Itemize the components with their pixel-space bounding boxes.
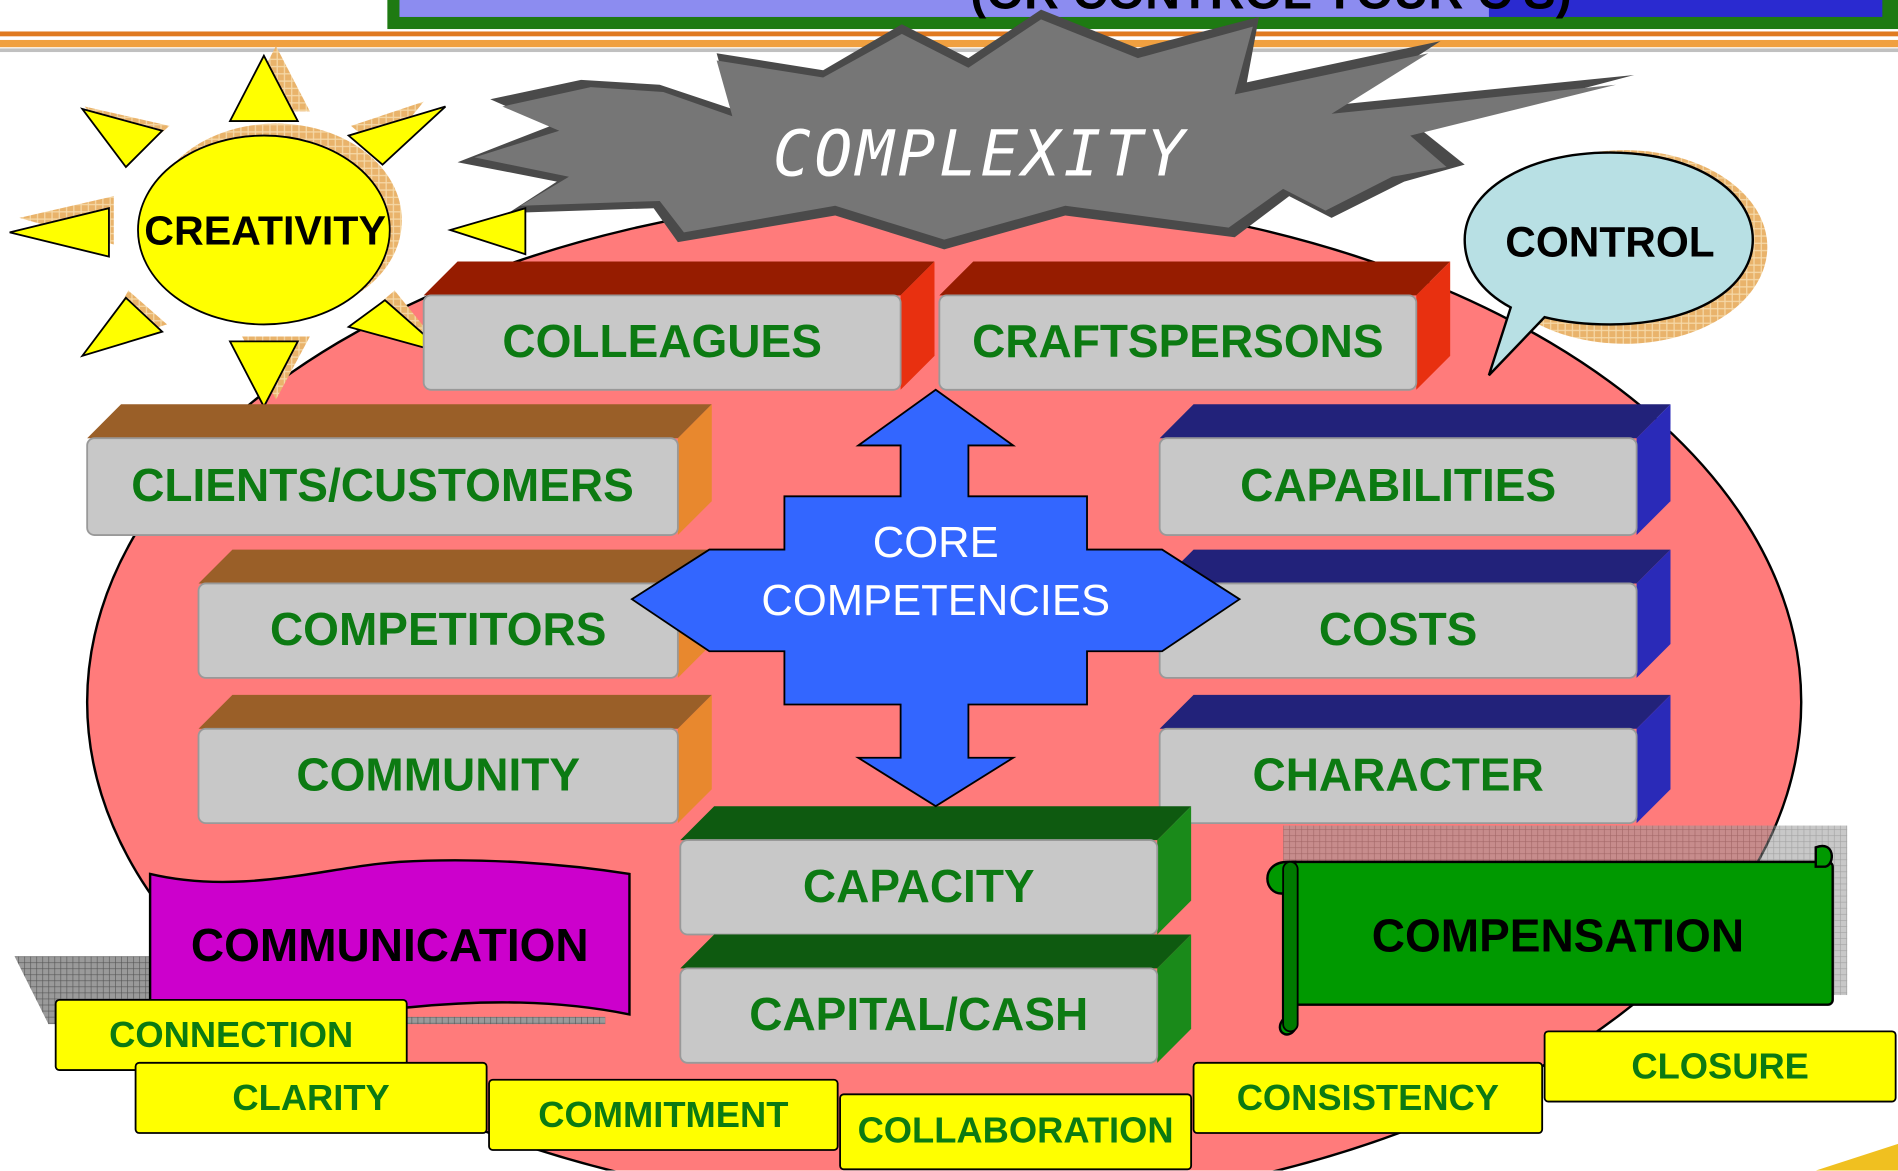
craftspersons-label: CRAFTSPERSONS [972, 316, 1384, 368]
compensation-scroll [1266, 825, 1848, 1036]
block-clients [86, 404, 712, 536]
colleagues-label: COLLEAGUES [502, 316, 822, 368]
capacity-label: CAPACITY [802, 861, 1035, 913]
title-fragment: (OR CONTROL YOUR C'S) [726, 0, 1815, 22]
block-community [197, 694, 712, 825]
tag-consistency: CONSISTENCY [1236, 1078, 1500, 1119]
core-arrow [630, 388, 1242, 808]
communication-label: COMMUNICATION [190, 920, 589, 972]
tag-collaboration-box [839, 1093, 1193, 1171]
tag-closure: CLOSURE [1631, 1047, 1809, 1088]
tag-clarity-box [134, 1061, 488, 1134]
block-costs [1158, 549, 1671, 679]
tag-clarity: CLARITY [232, 1078, 390, 1119]
block-capabilities [1158, 404, 1671, 536]
control-bubble [1463, 150, 1768, 377]
core-label-line1: CORE [872, 517, 999, 568]
tag-collaboration: COLLABORATION [857, 1111, 1174, 1152]
block-capacity [679, 806, 1192, 936]
corner-decoration [1815, 1143, 1898, 1171]
block-capital [679, 934, 1192, 1064]
control-label: CONTROL [1505, 219, 1715, 267]
character-label: CHARACTER [1252, 749, 1544, 801]
block-colleagues [422, 261, 935, 391]
community-label: COMMUNITY [296, 749, 581, 801]
tag-consistency-box [1192, 1061, 1544, 1134]
tag-closure-box [1543, 1030, 1897, 1103]
creativity-label: CREATIVITY [144, 207, 386, 254]
complexity-burst [457, 9, 1635, 250]
block-craftspersons [938, 261, 1451, 391]
core-label-line2: COMPETENCIES [761, 575, 1111, 626]
tag-commitment: COMMITMENT [538, 1095, 789, 1136]
tag-commitment-box [488, 1078, 839, 1151]
capital-label: CAPITAL/CASH [749, 989, 1089, 1041]
complexity-label: COMPLEXITY [772, 118, 1189, 192]
tag-connection: CONNECTION [109, 1015, 354, 1056]
block-character [1158, 694, 1671, 825]
capabilities-label: CAPABILITIES [1240, 460, 1557, 512]
competitors-label: COMPETITORS [269, 604, 607, 656]
clients-label: CLIENTS/CUSTOMERS [131, 460, 634, 512]
costs-label: COSTS [1318, 604, 1478, 656]
creativity-sun [9, 45, 527, 409]
compensation-label: COMPENSATION [1371, 910, 1745, 962]
